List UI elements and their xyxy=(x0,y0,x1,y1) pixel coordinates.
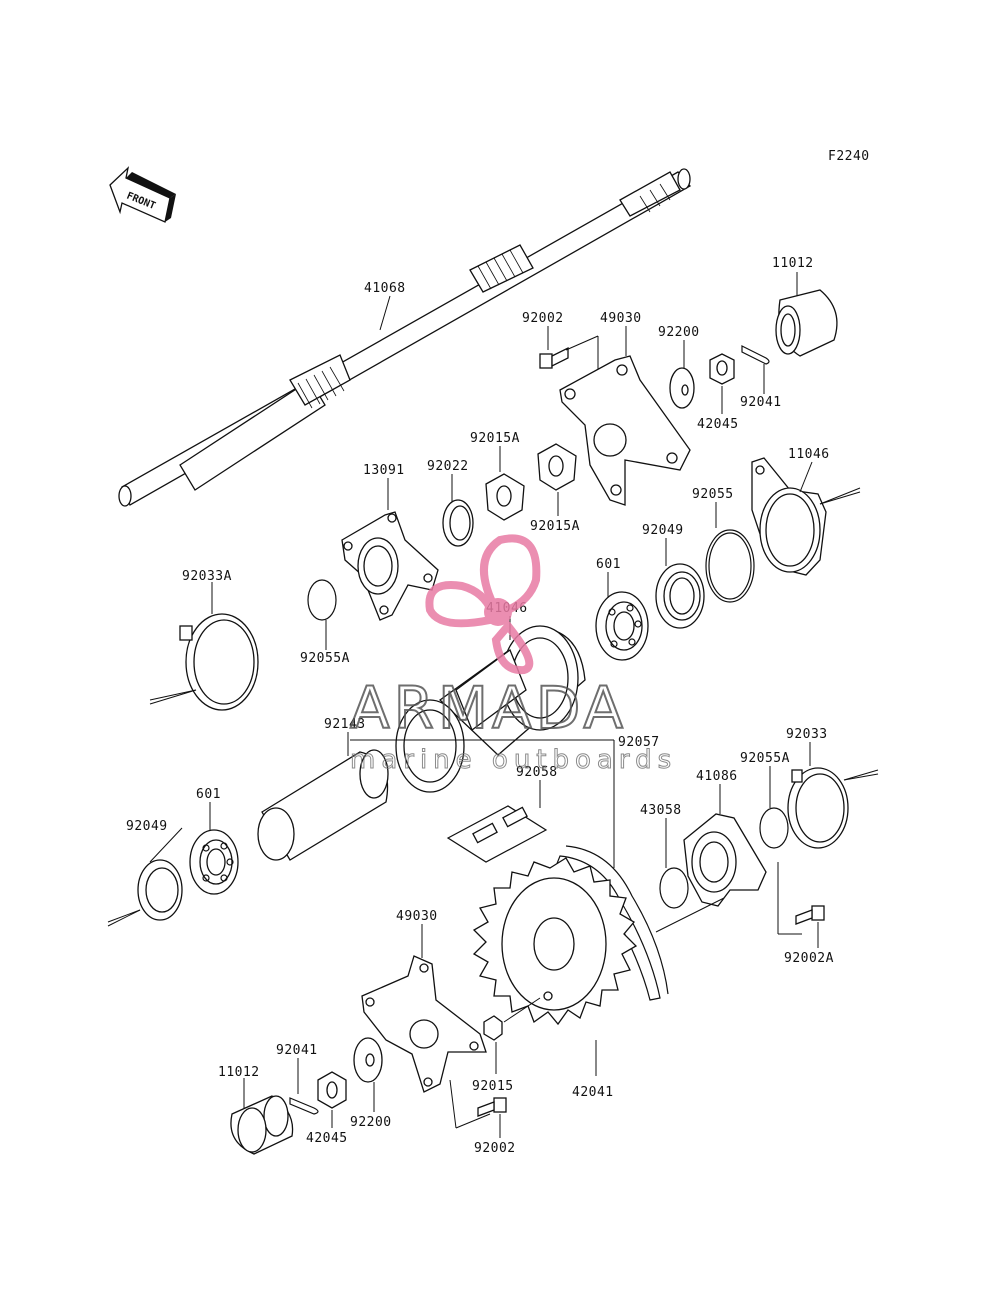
flange-13091 xyxy=(341,511,439,621)
washer-92200-bottom xyxy=(353,1037,383,1083)
guard-11046 xyxy=(751,457,827,576)
seal-92049-left xyxy=(137,859,183,921)
part-label-49030-bottom: 49030 xyxy=(396,909,438,924)
part-label-92002A: 92002A xyxy=(784,951,834,966)
part-label-92002-bottom: 92002 xyxy=(474,1141,516,1156)
cap-11012-top xyxy=(775,289,838,357)
drive-shaft-41068 xyxy=(118,168,692,507)
sprocket-hub-41086 xyxy=(683,813,767,907)
washer-92022 xyxy=(442,499,474,547)
bolt-92002A xyxy=(795,905,825,925)
cap-11012-bottom xyxy=(230,1095,294,1155)
part-label-92058: 92058 xyxy=(516,765,558,780)
part-label-601-top: 601 xyxy=(596,557,621,572)
circlip-92033A xyxy=(179,613,259,711)
part-label-92041-top: 92041 xyxy=(740,395,782,410)
seal-92049-top xyxy=(655,563,705,629)
o-ring-92055A-left xyxy=(307,579,337,621)
cotter-pin-92041-bottom xyxy=(289,1097,319,1115)
part-label-92055A-left: 92055A xyxy=(300,651,350,666)
front-arrow-icon: FRONT xyxy=(109,166,176,223)
part-label-92015A-lower: 92015A xyxy=(530,519,580,534)
part-label-92200-bottom: 92200 xyxy=(350,1115,392,1130)
part-label-92022: 92022 xyxy=(427,459,469,474)
castle-nut-42045-bottom xyxy=(317,1071,347,1109)
armada-watermark: ARMADA marine outboards xyxy=(349,534,677,776)
sprocket-42041 xyxy=(472,857,638,1026)
part-label-92033: 92033 xyxy=(786,727,828,742)
part-label-42045-top: 42045 xyxy=(697,417,739,432)
collar-92143 xyxy=(257,749,389,861)
propeller-logo-icon xyxy=(425,534,541,675)
part-label-42041: 42041 xyxy=(572,1085,614,1100)
o-ring-92055A-right xyxy=(759,807,789,849)
cotter-pin-92041-top xyxy=(741,345,770,365)
part-label-42045-bottom: 42045 xyxy=(306,1131,348,1146)
part-label-92055: 92055 xyxy=(692,487,734,502)
carrier-49030-top xyxy=(559,355,691,506)
part-label-49030-top: 49030 xyxy=(600,311,642,326)
part-label-92049-left: 92049 xyxy=(126,819,168,834)
part-label-43058: 43058 xyxy=(640,803,682,818)
part-label-92033A: 92033A xyxy=(182,569,232,584)
part-label-92015: 92015 xyxy=(472,1079,514,1094)
watermark-brand: ARMADA xyxy=(350,674,627,742)
chain-joint-92058 xyxy=(446,805,548,863)
bearing-601-left xyxy=(189,829,239,895)
part-label-41086: 41086 xyxy=(696,769,738,784)
castle-nut-42045-top xyxy=(709,353,735,385)
part-label-13091: 13091 xyxy=(363,463,405,478)
part-label-41068: 41068 xyxy=(364,281,406,296)
part-label-11012-bottom: 11012 xyxy=(218,1065,260,1080)
circlip-92033 xyxy=(787,767,849,849)
part-label-92143: 92143 xyxy=(324,717,366,732)
part-label-11012-top: 11012 xyxy=(772,256,814,271)
part-label-92200-top: 92200 xyxy=(658,325,700,340)
part-label-92015A-upper: 92015A xyxy=(470,431,520,446)
o-ring-43058 xyxy=(659,867,689,909)
washer-92200-top xyxy=(669,367,695,409)
diagram-code: F2240 xyxy=(828,149,870,164)
part-label-92057: 92057 xyxy=(618,735,660,750)
part-label-92002-top: 92002 xyxy=(522,311,564,326)
part-label-92055A-right: 92055A xyxy=(740,751,790,766)
hub-41046 xyxy=(395,625,586,793)
o-ring-92055 xyxy=(705,529,755,603)
part-label-11046: 11046 xyxy=(788,447,830,462)
bolt-92002-bottom xyxy=(477,1097,507,1117)
nut-92015A-lower xyxy=(537,443,577,491)
watermark-tagline: marine outboards xyxy=(350,745,677,775)
part-label-92049-top: 92049 xyxy=(642,523,684,538)
carrier-49030-bottom xyxy=(361,955,487,1093)
nut-92015 xyxy=(483,1015,503,1041)
bolt-92002-top xyxy=(539,346,569,369)
part-label-92041-bottom: 92041 xyxy=(276,1043,318,1058)
part-label-601-left: 601 xyxy=(196,787,221,802)
nut-92015A-upper xyxy=(485,473,525,521)
bearing-601-top xyxy=(595,591,649,661)
